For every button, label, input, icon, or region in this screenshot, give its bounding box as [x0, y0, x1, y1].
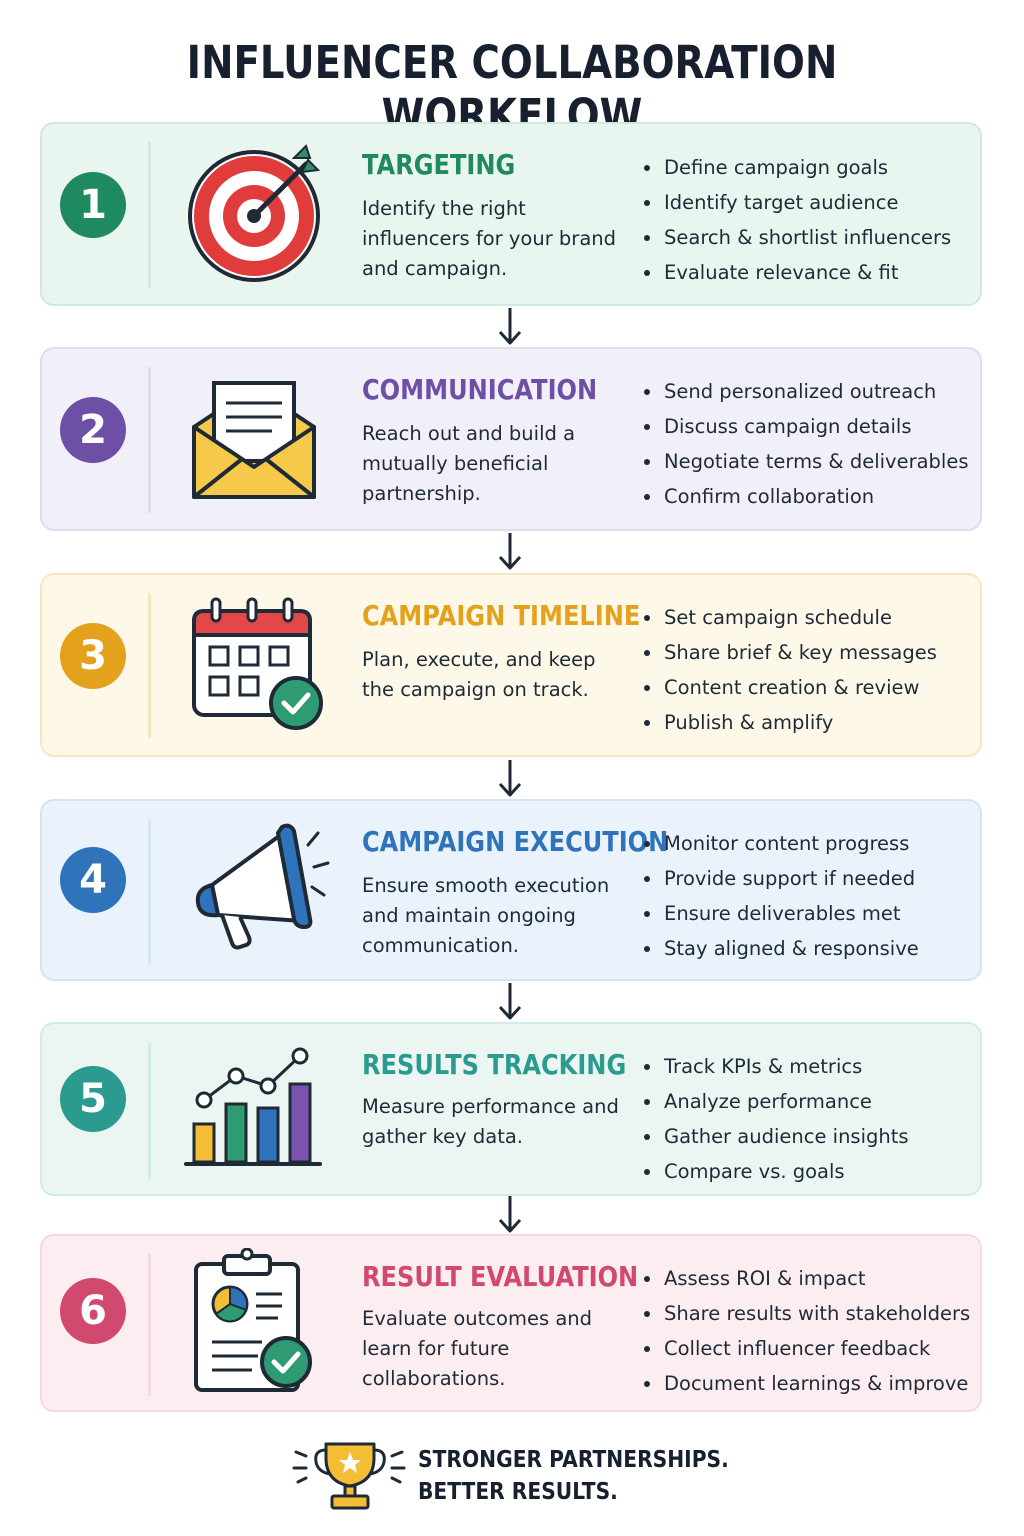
step-title: CAMPAIGN TIMELINE	[362, 599, 641, 632]
step-divider	[148, 593, 151, 739]
bullet-item: Content creation & review	[642, 670, 937, 705]
bullet-item: Publish & amplify	[642, 705, 937, 740]
step-number-badge: 6	[60, 1278, 126, 1344]
footer-line-2: BETTER RESULTS.	[418, 1479, 618, 1505]
bullet-item: Identify target audience	[642, 185, 951, 220]
down-arrow-icon	[498, 983, 522, 1020]
step-number-badge: 2	[60, 397, 126, 463]
bullet-item: Assess ROI & impact	[642, 1261, 970, 1296]
step-number-badge: 5	[60, 1066, 126, 1132]
step-description: Ensure smooth execution and maintain ong…	[362, 874, 610, 957]
bullet-item: Ensure deliverables met	[642, 896, 919, 931]
calendar-check-icon	[192, 597, 323, 730]
envelope-icon	[192, 381, 316, 499]
down-arrow-icon	[498, 1196, 522, 1233]
bullet-item: Gather audience insights	[642, 1119, 909, 1154]
step-bullet-list: Track KPIs & metrics Analyze performance…	[642, 1049, 909, 1189]
bullet-item: Discuss campaign details	[642, 409, 969, 444]
trophy-icon	[292, 1442, 406, 1510]
down-arrow-icon	[498, 760, 522, 797]
step-bullet-list: Set campaign schedule Share brief & key …	[642, 600, 937, 740]
bullet-item: Send personalized outreach	[642, 374, 969, 409]
step-description: Identify the right influencers for your …	[362, 197, 617, 280]
step-description: Measure performance and gather key data.	[362, 1095, 619, 1148]
bullet-item: Analyze performance	[642, 1084, 909, 1119]
step-number-badge: 3	[60, 623, 126, 689]
bullet-item: Compare vs. goals	[642, 1154, 909, 1189]
step-card-results-tracking: 5 RESULTS TRACKING Measure performance a…	[40, 1022, 982, 1196]
step-card-result-evaluation: 6 RESULT EVALUATION Evaluate outcomes an…	[40, 1234, 982, 1412]
bullet-item: Define campaign goals	[642, 150, 951, 185]
step-description: Evaluate outcomes and learn for future c…	[362, 1307, 593, 1390]
step-title: TARGETING	[362, 148, 516, 181]
footer-line-1: STRONGER PARTNERSHIPS.	[418, 1447, 729, 1473]
step-number-badge: 1	[60, 172, 126, 238]
megaphone-icon	[195, 823, 330, 950]
bullet-item: Provide support if needed	[642, 861, 919, 896]
bullet-item: Negotiate terms & deliverables	[642, 444, 969, 479]
step-bullet-list: Send personalized outreach Discuss campa…	[642, 374, 969, 514]
bullet-item: Monitor content progress	[642, 826, 919, 861]
page-title: INFLUENCER COLLABORATION WORKFLOW	[186, 36, 838, 142]
step-card-campaign-execution: 4 CAMPAIGN EXECUTION Ensure smooth execu…	[40, 799, 982, 981]
bullet-item: Set campaign schedule	[642, 600, 937, 635]
bullet-item: Evaluate relevance & fit	[642, 255, 951, 290]
bullet-item: Share results with stakeholders	[642, 1296, 970, 1331]
bullet-item: Collect influencer feedback	[642, 1331, 970, 1366]
step-divider	[148, 1042, 151, 1180]
step-divider	[148, 367, 151, 513]
step-divider	[148, 142, 151, 288]
step-title: CAMPAIGN EXECUTION	[362, 825, 669, 858]
step-number-badge: 4	[60, 847, 126, 913]
step-card-targeting: 1 TARGETING Identify the right influence…	[40, 122, 982, 306]
footer-tagline: STRONGER PARTNERSHIPS. BETTER RESULTS.	[418, 1444, 729, 1508]
step-title: RESULT EVALUATION	[362, 1260, 639, 1293]
step-title: COMMUNICATION	[362, 373, 598, 406]
step-description: Plan, execute, and keep the campaign on …	[362, 648, 596, 701]
bullet-item: Confirm collaboration	[642, 479, 969, 514]
bullet-item: Share brief & key messages	[642, 635, 937, 670]
bullet-item: Document learnings & improve	[642, 1366, 970, 1401]
step-card-communication: 2 COMMUNICATION Reach out and build a mu…	[40, 347, 982, 531]
step-description: Reach out and build a mutually beneficia…	[362, 422, 576, 505]
bullet-item: Stay aligned & responsive	[642, 931, 919, 966]
bar-chart-icon	[184, 1047, 322, 1166]
step-title: RESULTS TRACKING	[362, 1048, 627, 1081]
bullet-item: Track KPIs & metrics	[642, 1049, 909, 1084]
step-divider	[148, 819, 151, 965]
step-bullet-list: Assess ROI & impact Share results with s…	[642, 1261, 970, 1401]
target-icon	[188, 144, 321, 282]
clipboard-report-icon	[194, 1248, 312, 1392]
step-bullet-list: Monitor content progress Provide support…	[642, 826, 919, 966]
bullet-item: Search & shortlist influencers	[642, 220, 951, 255]
step-divider	[148, 1254, 151, 1396]
down-arrow-icon	[498, 308, 522, 345]
step-card-campaign-timeline: 3 CAMPAIGN TIMELINE Plan, execute, and k…	[40, 573, 982, 757]
step-bullet-list: Define campaign goals Identify target au…	[642, 150, 951, 290]
down-arrow-icon	[498, 533, 522, 570]
